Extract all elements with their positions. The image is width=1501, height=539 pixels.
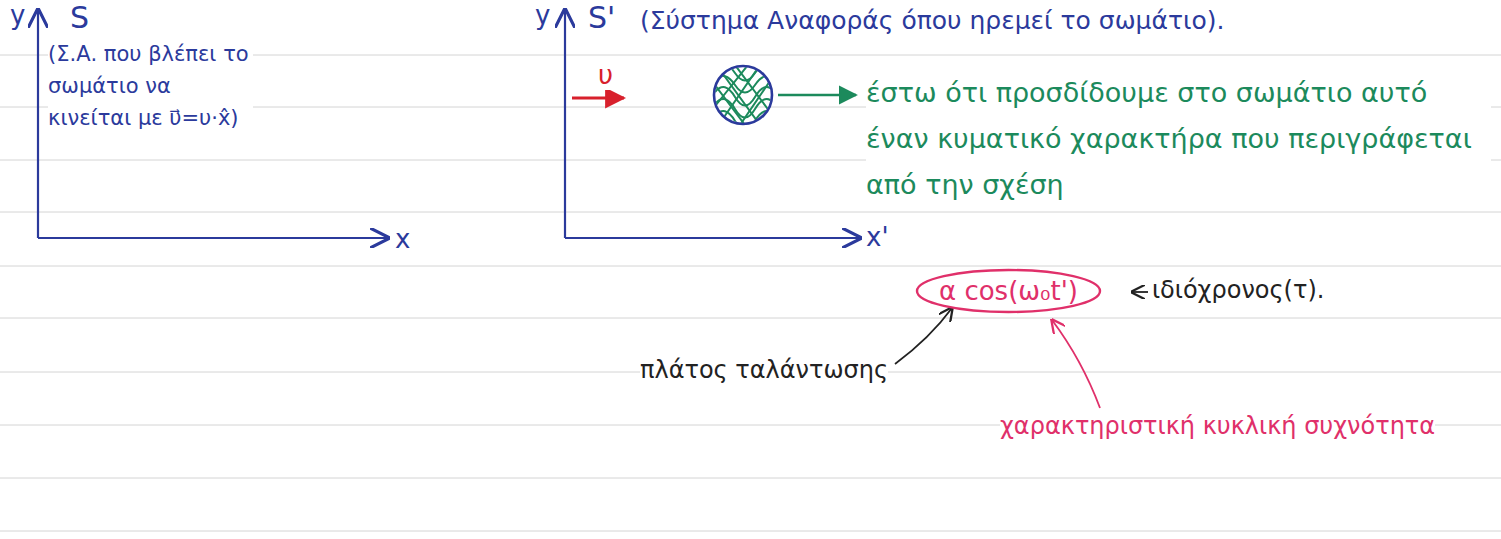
leader-frequency — [1052, 320, 1100, 408]
axes-s-prime — [565, 10, 860, 238]
formula: α cos(ω₀t') — [939, 276, 1078, 306]
particle — [714, 64, 775, 130]
frame-note: (Σ.Α. που βλέπει το σωμάτιο να κινείται … — [48, 38, 253, 134]
wave-note: έστω ότι προσδίδουμε στο σωμάτιο αυτό έν… — [866, 70, 1491, 208]
axis-name: x — [395, 224, 410, 254]
annotation: χαρακτηριστική κυκλική συχνότητα — [1000, 412, 1435, 440]
frame-name: S — [70, 0, 89, 35]
axis-name: y — [10, 0, 25, 30]
axes-s — [38, 10, 388, 238]
leader-proper-time — [1132, 291, 1148, 293]
pointer-arrow — [778, 94, 856, 96]
annotation: πλάτος ταλάντωσης — [640, 356, 888, 384]
axis-name: x' — [866, 222, 889, 252]
frame-note: (Σύστημα Αναφοράς όπου ηρεμεί το σωμάτιο… — [640, 6, 1224, 35]
frame-name: S' — [588, 0, 615, 35]
axis-name: y — [535, 0, 550, 30]
annotation: ιδιόχρονος(τ). — [1152, 276, 1324, 304]
velocity-arrow — [572, 97, 624, 100]
velocity-label: υ — [598, 60, 613, 90]
leader-amplitude — [895, 308, 952, 364]
formula-oval: α cos(ω₀t') — [915, 268, 1102, 314]
